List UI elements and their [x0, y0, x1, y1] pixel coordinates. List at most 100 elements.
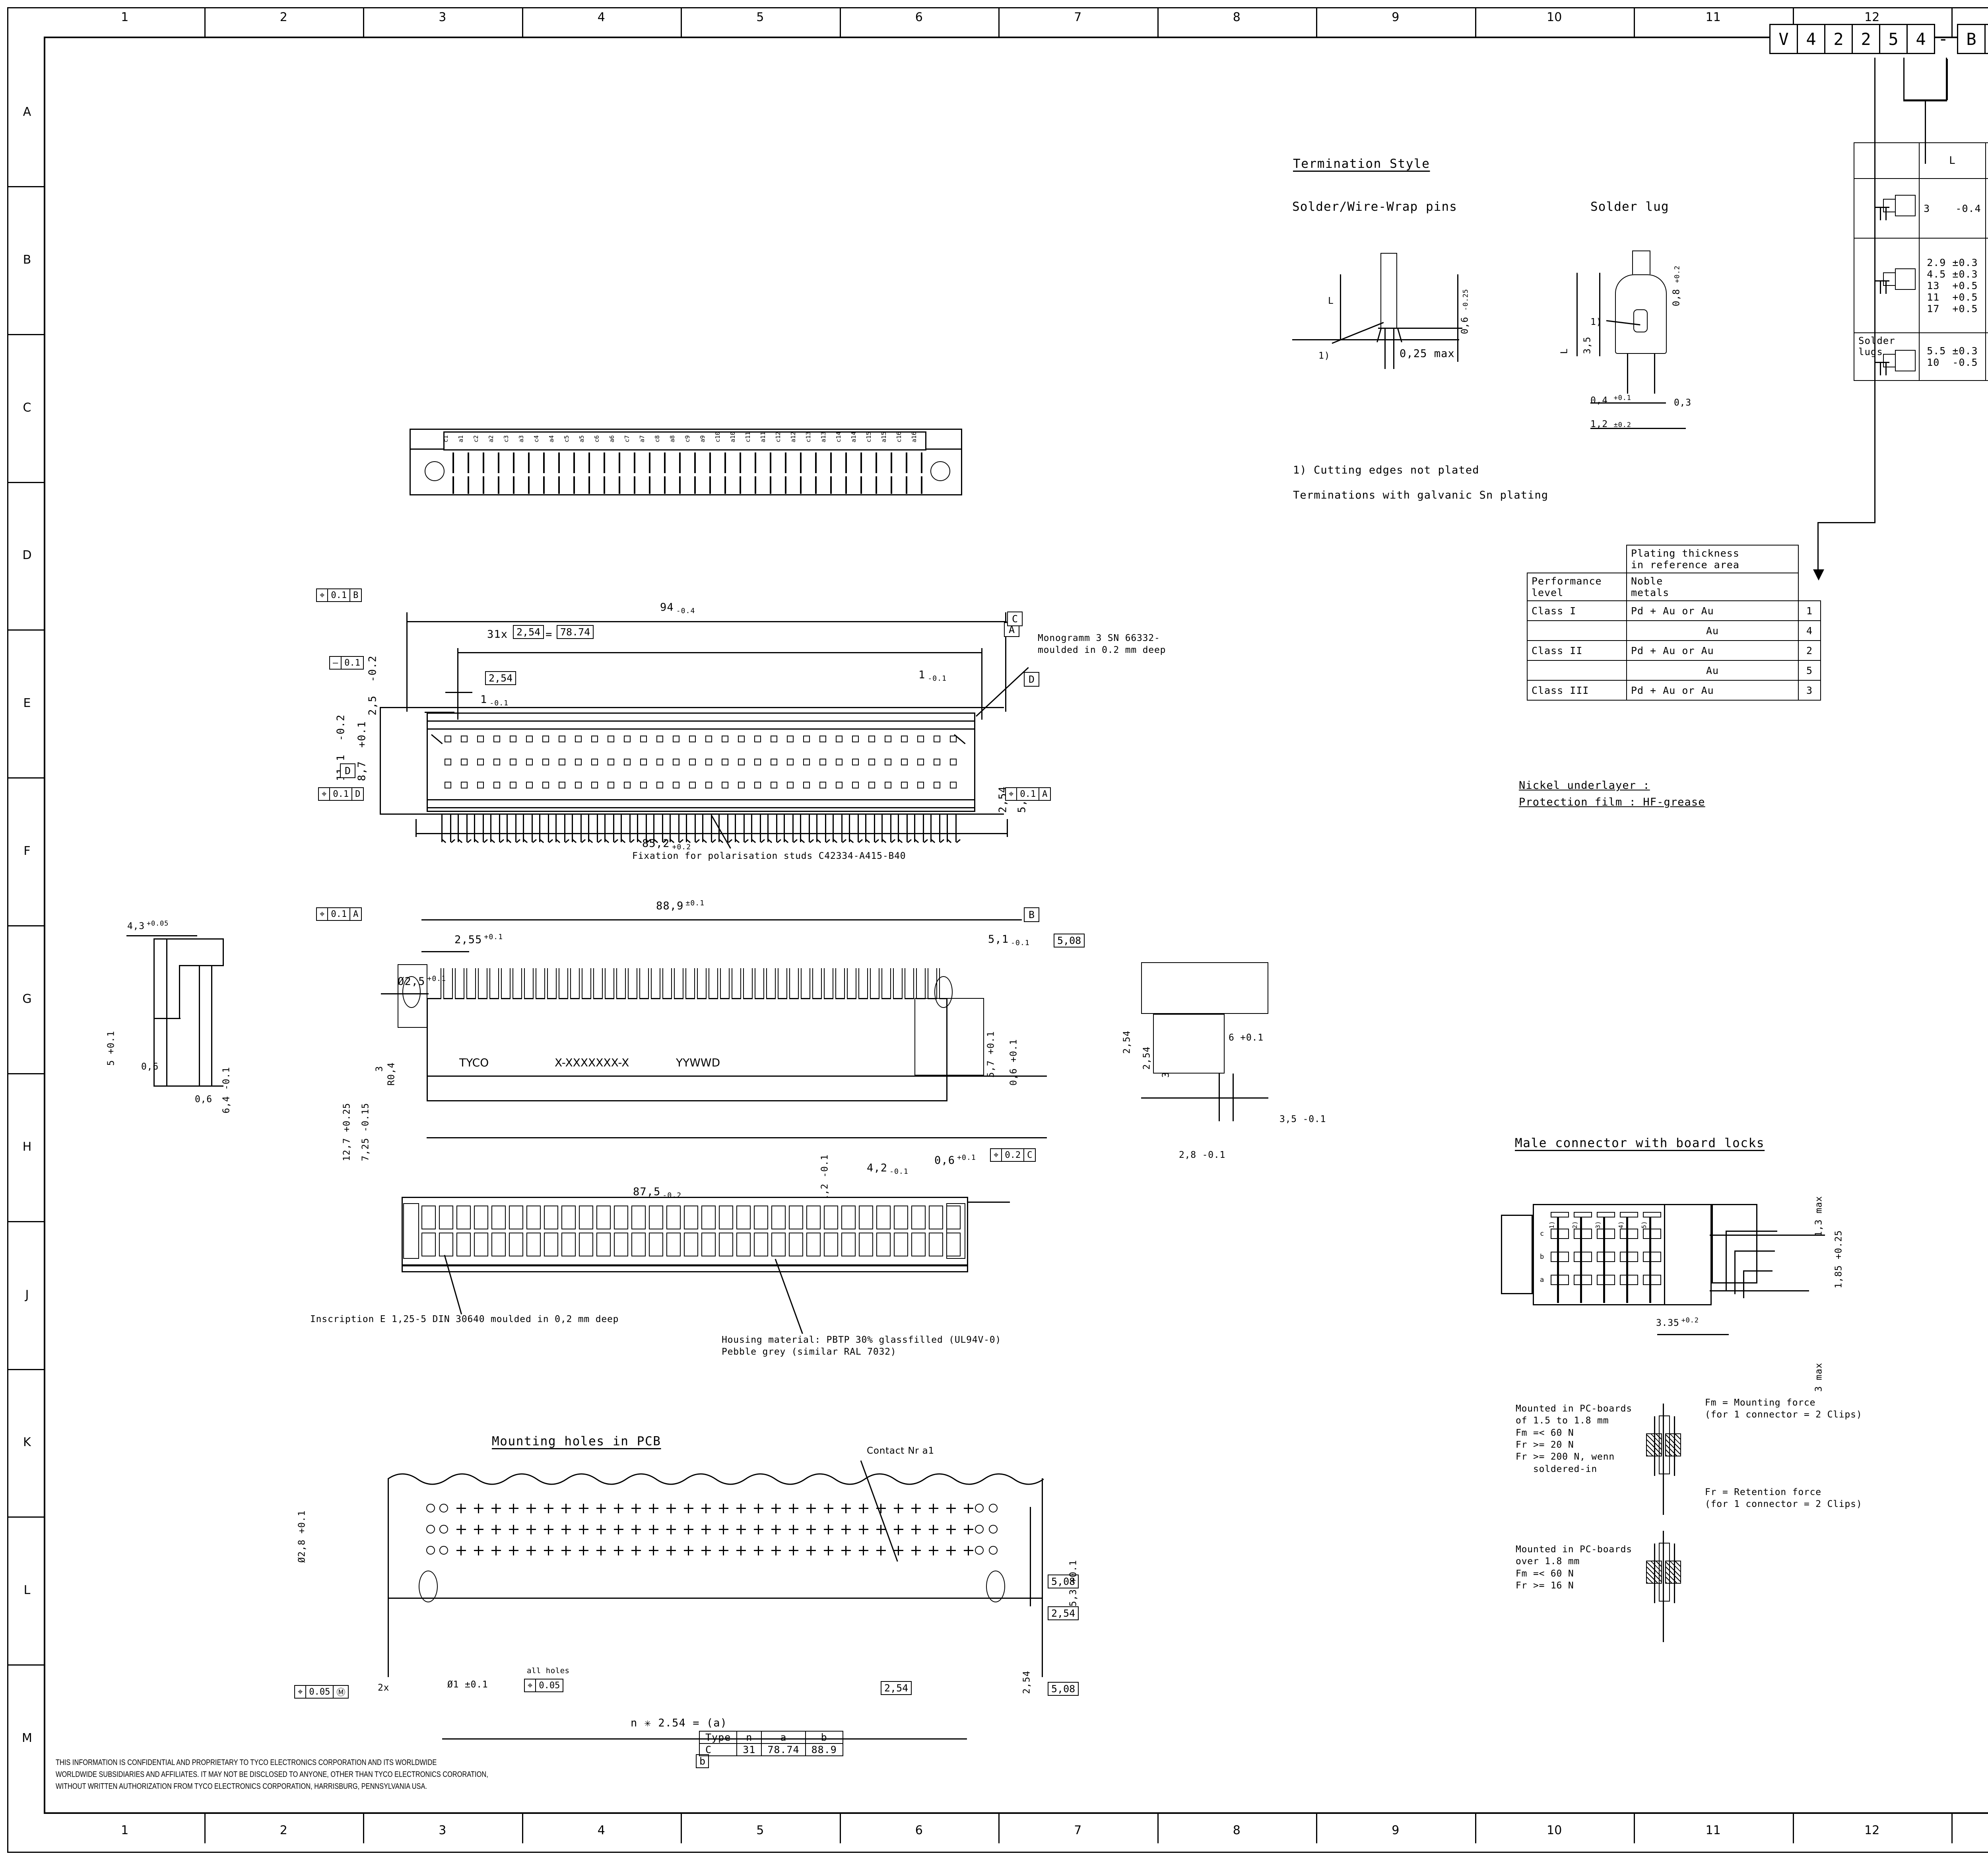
contact-hole: [477, 736, 484, 742]
pin-label: c7: [623, 435, 631, 443]
pcb-hole-cross-v: [950, 1504, 951, 1513]
dim-7.25: 7,25 -0.15: [360, 1103, 371, 1161]
pcb-hole-cross-v: [740, 1504, 742, 1513]
clip-thin-board-pcb-right: [1665, 1433, 1681, 1456]
contact-fin: [775, 968, 779, 999]
zone-tick: [1157, 8, 1159, 37]
pin-tail-left: [735, 814, 736, 842]
fcf-position-2x-seg-2: Ⓜ: [336, 1688, 346, 1698]
cavity-cell-lower: [439, 1233, 453, 1256]
pin-tail: [483, 476, 484, 494]
pcb-hole-cross-v: [600, 1546, 602, 1555]
dim-0.6-side-value: 0,6: [934, 1154, 955, 1167]
pin-tail-right: [841, 814, 843, 842]
pin-tail-right: [890, 814, 891, 842]
dim-4.3-tol: +0.05: [146, 920, 169, 928]
pin-tail-right: [792, 814, 794, 842]
pin-label: c2: [472, 435, 480, 443]
plating-metal-3: Au: [1626, 660, 1799, 681]
picto-lead: [1885, 280, 1889, 282]
zone-col-top: 5: [756, 10, 764, 24]
pin-label: c8: [654, 435, 661, 443]
pcb-hole-cross-v: [460, 1546, 462, 1555]
zone-tick: [839, 1814, 841, 1843]
contact-hole: [591, 759, 598, 765]
male-top-lead: [1643, 1212, 1661, 1217]
basic-5.08-b: 5,08: [1048, 1682, 1079, 1696]
dim-85.2: 85,2+0.2: [642, 837, 691, 852]
fcf-position-2x-seg-0: ⌖: [295, 1686, 307, 1698]
zone-col-bottom: 2: [280, 1823, 287, 1837]
contact-hole: [787, 736, 794, 742]
contact-hole: [445, 736, 451, 742]
pin-tail-right: [955, 814, 957, 842]
pin-tail: [619, 476, 620, 494]
contact-hole: [673, 736, 679, 742]
mounting-holes-heading: Mounting holes in PCB: [492, 1434, 661, 1448]
pin-tail-right: [825, 814, 826, 842]
fcf-flatness: —0.1: [329, 656, 364, 670]
cavity-cell-upper: [596, 1206, 611, 1229]
dim-ext-vert: [1457, 274, 1458, 362]
pcb-hole-cross-v: [530, 1546, 532, 1555]
dim-0.6-b: 0,6 +0.1: [1008, 1039, 1019, 1086]
male-top-lead: [1551, 1212, 1569, 1217]
type-cell-0-2: 78.74: [761, 1743, 806, 1756]
pin-label: c1: [442, 435, 450, 443]
pcb-hole-cross-v: [898, 1525, 899, 1534]
pcb-hole-cross-v: [810, 1546, 812, 1555]
type-cell-0-1: 31: [736, 1743, 762, 1756]
break-line-wave: [388, 1473, 1044, 1485]
pin-stub: [891, 452, 892, 473]
picto-lead: [1885, 362, 1889, 363]
pcb-hole-cross-v: [705, 1504, 707, 1513]
male-cavity: [1643, 1229, 1661, 1239]
contact-fin: [740, 968, 744, 999]
male-pin-number: 2): [1571, 1221, 1579, 1229]
fcf-position-A-bottom-seg-2: A: [1042, 789, 1048, 799]
dim-3.35-value: 3.35: [1656, 1318, 1679, 1328]
pcb-hole-cross-v: [898, 1504, 899, 1513]
zone-col-top: 3: [439, 10, 447, 24]
male-top-lead: [1574, 1212, 1592, 1217]
zone-tick: [1792, 8, 1794, 37]
pin-label: c13: [805, 431, 812, 443]
contact-fin: [648, 968, 652, 999]
plating-level-0: Class I: [1527, 600, 1627, 621]
pin-tail-right: [727, 814, 728, 842]
dim-3.5: 3,5: [1582, 336, 1593, 354]
dim-3-side: 3: [374, 1066, 385, 1072]
cavity-cell-lower: [649, 1233, 663, 1256]
pcb-hole-circle: [975, 1504, 984, 1512]
picto-lead: [1874, 207, 1883, 208]
pin-tail: [543, 476, 545, 494]
dim-5.7: 5,7 +0.1: [986, 1031, 996, 1078]
fixation-note: Fixation for polarisation studs C42334-A…: [632, 851, 906, 861]
pcb-hole-cross-v: [600, 1504, 602, 1513]
male-cavity: [1551, 1229, 1569, 1239]
contact-hole: [477, 782, 484, 788]
cavity-cell-upper: [701, 1206, 716, 1229]
contact-hole: [819, 759, 826, 765]
male-pin: [1557, 1217, 1559, 1303]
contact-hole: [885, 736, 891, 742]
pin-stub: [452, 452, 454, 473]
marking-text-2: YYWWD: [676, 1056, 720, 1069]
fcf-position-B-seg-0: ⌖: [317, 589, 328, 601]
pin-tail-right: [939, 814, 940, 842]
pn-dash: -: [1938, 29, 1949, 49]
contact-fin: [637, 968, 640, 999]
cavity-cell-upper: [579, 1206, 593, 1229]
cavity-cell-lower: [579, 1233, 593, 1256]
contact-hole: [885, 759, 891, 765]
male-top-lead: [1597, 1212, 1615, 1217]
contact-hole: [542, 759, 549, 765]
dimension-line: [406, 621, 1007, 622]
pcb-hole-cross-v: [478, 1546, 479, 1555]
contact-fin: [752, 968, 755, 999]
pcb-hole-cross-v: [635, 1504, 637, 1513]
fcf-flatness-seg-1: 0.1: [344, 658, 360, 668]
pin-tail: [815, 476, 817, 494]
zone-col-bottom: 6: [915, 1823, 923, 1837]
